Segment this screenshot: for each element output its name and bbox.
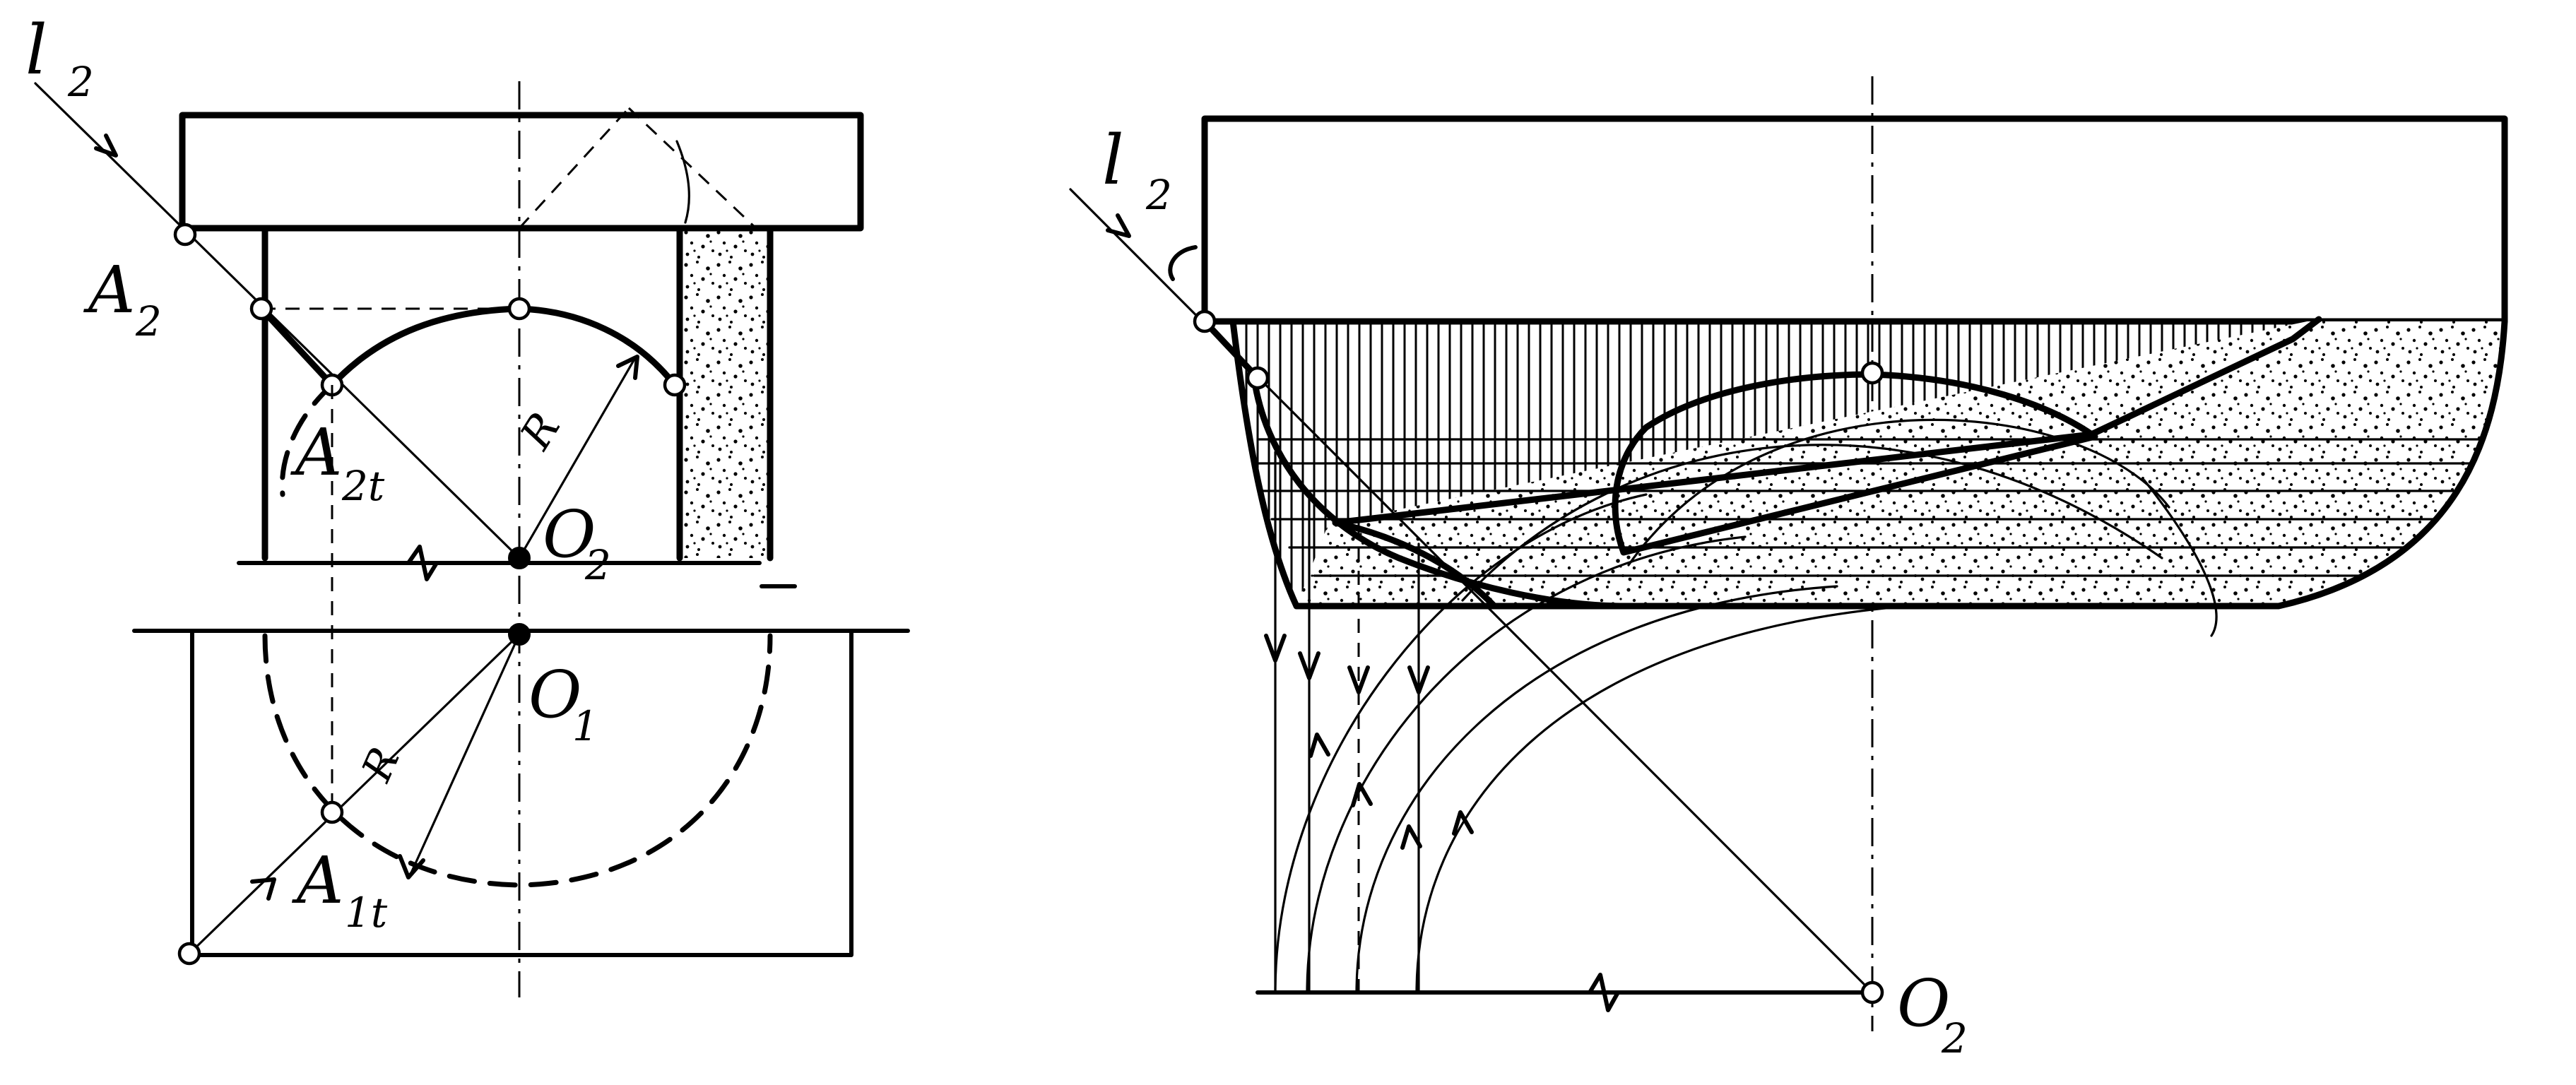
front-radius-arrow [616, 355, 639, 380]
right-label-O2-subscript: 2 [1941, 1014, 1968, 1062]
arc-6 [1461, 444, 2163, 602]
arrow-6 [1351, 782, 1373, 807]
arc-2 [1306, 535, 1747, 994]
label-A1t-subscript: 1t [345, 889, 388, 937]
lit-opening [1612, 371, 2098, 556]
label-O2-left-subscript: 2 [584, 541, 611, 589]
label-O1: O [528, 657, 581, 733]
label-l2: l [25, 11, 47, 90]
right-point-O2 [1860, 980, 1884, 1004]
point-A1t [320, 800, 344, 824]
right-label-O2: O [1897, 966, 1950, 1041]
construction-line-2 [627, 107, 757, 230]
plan-radius-arrow [398, 854, 425, 879]
right-point-3 [1860, 361, 1884, 385]
point-O1 [508, 623, 531, 646]
front-line-l2-thick-part [258, 305, 336, 389]
point-plan-start [177, 942, 201, 966]
arc-1 [1274, 493, 1648, 994]
shadow-boundary [1332, 316, 2322, 526]
point-curve-top [507, 297, 531, 321]
arc-3 [1355, 585, 1838, 994]
label-A2-subscript: 2 [135, 297, 162, 345]
arrow-5 [1308, 733, 1330, 758]
plan-line-l1 [188, 633, 521, 955]
right-point-1 [1193, 309, 1217, 333]
label-O1-subscript: 1 [572, 702, 598, 750]
arc-5 [1627, 418, 2170, 567]
label-O2-left: O [543, 497, 596, 572]
construction-arcs [1274, 418, 2218, 994]
point-O2-left [508, 547, 531, 569]
right-view: l 2 O 2 [1069, 76, 2508, 1062]
label-A1t: A [291, 843, 343, 918]
right-line-l2-arrow [1106, 213, 1131, 238]
plan-hidden-semicircle [262, 633, 773, 888]
construction-line-1 [518, 107, 630, 230]
right-point-2 [1246, 366, 1270, 390]
arrow-7 [1400, 824, 1422, 850]
label-l2-subscript: 2 [67, 58, 94, 106]
stippled-region-dots [1293, 321, 2505, 606]
left-roof-slab [179, 112, 864, 232]
line-l2-arrow [94, 134, 118, 158]
right-body-inner-curve [1251, 374, 1629, 610]
label-radius-top: R [352, 740, 408, 788]
right-line-l2-thick-part [1201, 318, 1261, 381]
front-radius-line [518, 355, 637, 559]
angle-marker [1168, 245, 1198, 281]
right-roof-slab [1201, 115, 2508, 325]
right-label-l2-subscript: 2 [1145, 171, 1172, 219]
break-symbol-front [406, 545, 439, 581]
left-view: l 2 A 2 A 2t O 2 O 1 A 1t R R [25, 11, 910, 997]
label-A2: A [83, 252, 135, 328]
front-hidden-arc [279, 382, 335, 497]
label-A2t-subscript: 2t [341, 462, 385, 510]
point-wall-top [249, 297, 273, 321]
construction-arrows [1264, 634, 1474, 850]
arc-7 [2143, 479, 2218, 637]
point-A2 [173, 223, 197, 247]
construction-arc [675, 140, 690, 224]
break-symbol-right [1588, 973, 1620, 1012]
right-label-l2: l [1102, 121, 1124, 200]
label-A2t: A [290, 415, 342, 490]
right-body-outline [1229, 318, 2508, 610]
plan-outline [190, 629, 853, 957]
arrow-8 [1452, 810, 1474, 836]
right-wall-section [680, 228, 770, 558]
arc-4 [1415, 605, 1909, 994]
front-line-l2 [34, 82, 521, 559]
point-curve-right [663, 373, 687, 397]
plan-radius-line [408, 633, 521, 877]
plan-line-arrow [250, 877, 276, 901]
front-intersection-curve [329, 305, 678, 389]
